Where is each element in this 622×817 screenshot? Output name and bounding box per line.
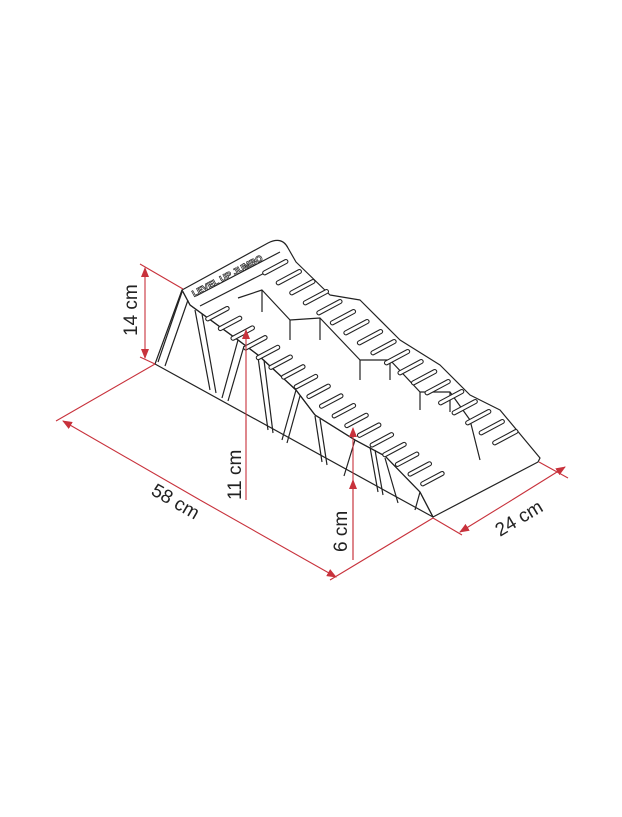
tread-slot (293, 373, 319, 390)
tread-slot (316, 299, 343, 316)
tread-slot (382, 441, 407, 458)
tread-slot (255, 344, 281, 361)
height-low-label: 6 cm (331, 511, 352, 552)
ramp-near-side (154, 289, 434, 518)
tread-slot (394, 451, 420, 467)
tread-slot (407, 461, 433, 477)
tread-slot (465, 409, 492, 426)
height-mid-label: 11 cm (225, 450, 246, 500)
tread-slot (451, 399, 478, 416)
tread-slot (410, 369, 438, 386)
tread-slot (268, 354, 293, 370)
tread-slot (356, 422, 382, 438)
side-ribs (157, 291, 421, 511)
tread-slot (302, 289, 330, 306)
tread-slot (420, 470, 445, 487)
tread-slot (331, 403, 357, 419)
tread-slot (230, 325, 255, 341)
tread-slot (383, 349, 411, 366)
tread-slot (262, 259, 289, 276)
tread-slot (275, 269, 302, 286)
tread-slot (205, 305, 230, 322)
length-label: 58 cm (148, 480, 203, 524)
tread-slot (329, 309, 357, 326)
dimension-6cm: 6 cm (331, 427, 357, 560)
dimension-14cm: 14 cm (121, 263, 184, 365)
tread-slot (397, 359, 424, 376)
tread-slot (478, 419, 505, 436)
tread-slot (369, 432, 395, 448)
ramp-body: LEVEL UP JUMBO (154, 239, 541, 518)
tread-slot (318, 393, 344, 409)
dimension-24cm: 24 cm (432, 461, 569, 542)
height-max-label: 14 cm (121, 284, 142, 336)
tread-slot (343, 319, 370, 336)
tread-slot (370, 339, 397, 356)
width-label: 24 cm (492, 497, 547, 542)
tread-slot (217, 315, 243, 332)
center-divider (237, 289, 481, 461)
tread-slot (438, 389, 465, 406)
tread-slot (492, 429, 519, 446)
tread-slot (344, 412, 369, 429)
tread-slot (424, 379, 451, 396)
tread-slot (243, 335, 268, 351)
tread-slot (356, 329, 384, 346)
tread-slot (306, 383, 331, 400)
tread-slot (289, 279, 316, 296)
dimension-11cm: 11 cm (225, 329, 250, 500)
tread-slots (205, 259, 519, 487)
tread-slot (281, 364, 306, 380)
